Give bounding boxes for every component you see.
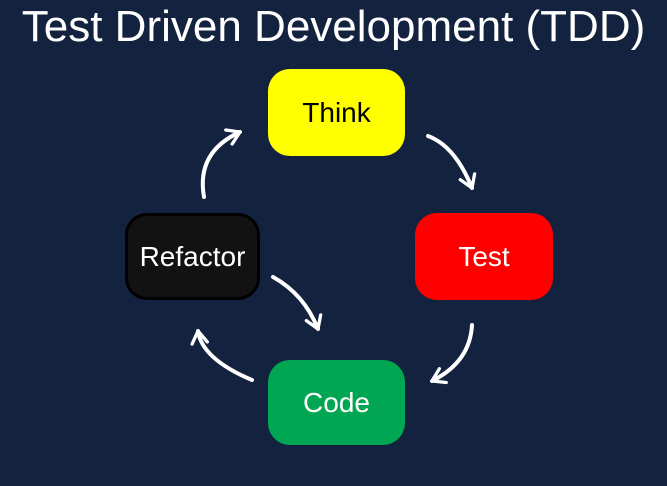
arrow-refactor-to-code [271,275,323,331]
node-test-label: Test [458,240,510,272]
node-code: Code [268,360,405,445]
node-code-label: Code [303,386,370,418]
node-refactor: Refactor [125,213,260,300]
slide-title: Test Driven Development (TDD) [21,2,646,51]
node-think-label: Think [302,96,371,128]
arrow-test-to-code [430,323,474,385]
node-think: Think [268,69,405,156]
arrow-refactor-to-think [200,128,242,199]
arrow-think-to-test [426,134,477,190]
arrow-code-to-refactor [190,329,254,382]
node-refactor-label: Refactor [139,240,246,272]
node-test: Test [415,213,553,300]
